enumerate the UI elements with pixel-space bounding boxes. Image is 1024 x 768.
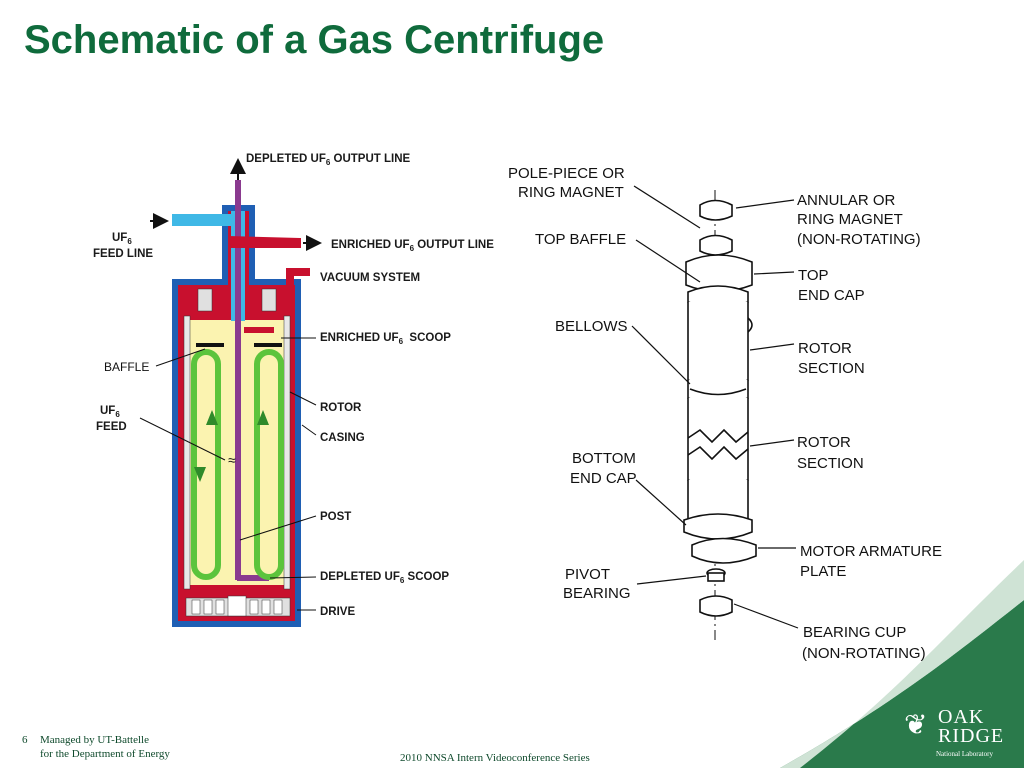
label-top-end-cap-1: TOP xyxy=(798,267,829,284)
label-post: POST xyxy=(320,511,351,523)
page-title: Schematic of a Gas Centrifuge xyxy=(24,18,605,62)
label-casing: CASING xyxy=(320,432,365,444)
label-bellows: BELLOWS xyxy=(555,318,628,335)
label-rotor-section-1a: ROTOR xyxy=(798,340,852,357)
slide-number: 6 xyxy=(22,734,28,746)
vacuum-pipe xyxy=(286,268,310,285)
rotor-wall-left xyxy=(183,315,191,590)
right-leader-lines xyxy=(631,185,799,629)
enriched-scoop xyxy=(244,327,274,333)
top-stub-left xyxy=(197,288,213,312)
label-uf6-feed-2: FEED xyxy=(96,421,127,433)
footer-managed-line1: Managed by UT-Battelle xyxy=(40,734,149,746)
bottom-end-cap xyxy=(683,513,753,540)
label-pivot-2: BEARING xyxy=(563,585,631,602)
flow-loop-right xyxy=(254,349,284,580)
ring-magnet-1 xyxy=(699,199,733,221)
label-baffle: BAFFLE xyxy=(104,360,149,374)
footer-managed-by: Managed by UT-Battelle for the Departmen… xyxy=(40,733,170,761)
motor-armature-plate xyxy=(691,537,757,564)
label-bottom-1: BOTTOM xyxy=(572,450,636,467)
rotor-section-2 xyxy=(687,398,749,488)
footer-series: 2010 NNSA Intern Videoconference Series xyxy=(400,752,590,764)
left-centrifuge-diagram: ≈ DEPLETED UF6 OUTPUT LINE UF6 FEED LINE… xyxy=(93,153,494,627)
depleted-scoop-arm xyxy=(237,575,269,581)
label-feed-line: UF6 xyxy=(112,232,132,246)
center-post xyxy=(235,180,241,580)
flow-arrow-2 xyxy=(257,410,269,425)
label-depleted-output: DEPLETED UF6 OUTPUT LINE xyxy=(246,153,411,167)
feed-line-pipe xyxy=(172,214,232,226)
label-annular-1: ANNULAR OR xyxy=(797,192,896,209)
label-pole-piece-2: RING MAGNET xyxy=(518,184,624,201)
label-annular-3: (NON-ROTATING) xyxy=(797,231,921,248)
label-top-baffle: TOP BAFFLE xyxy=(535,231,626,248)
label-enriched-output: ENRICHED UF6 OUTPUT LINE xyxy=(331,239,494,253)
label-annular-2: RING MAGNET xyxy=(797,211,903,228)
right-labels: POLE-PIECE OR RING MAGNET TOP BAFFLE BEL… xyxy=(508,165,942,662)
label-enriched-scoop: ENRICHED UF6 SCOOP xyxy=(320,332,451,346)
bearing-cup xyxy=(699,595,733,617)
top-stub-right xyxy=(261,288,277,312)
label-rotor-section-2b: SECTION xyxy=(797,455,864,472)
label-bottom-2: END CAP xyxy=(570,470,637,487)
baffle-left xyxy=(196,343,224,347)
ring-magnet-2 xyxy=(699,234,733,256)
label-top-end-cap-2: END CAP xyxy=(798,287,865,304)
label-motor-1: MOTOR ARMATURE xyxy=(800,543,942,560)
rotor-wall-right xyxy=(283,315,291,590)
rotor-section-1 xyxy=(687,302,749,388)
logo-oak-text: OAK xyxy=(938,706,985,728)
label-drive: DRIVE xyxy=(320,606,355,618)
oak-leaf-icon: ❦ xyxy=(904,709,928,740)
label-rotor-section-1b: SECTION xyxy=(798,360,865,377)
flow-arrow-1 xyxy=(206,410,218,425)
label-vacuum: VACUUM SYSTEM xyxy=(320,272,420,284)
label-feed-line-2: FEED LINE xyxy=(93,248,153,260)
baffle-right xyxy=(254,343,282,347)
svg-text:≈: ≈ xyxy=(228,452,236,468)
ornl-logo: ❦ OAK RIDGE National Laboratory xyxy=(900,704,1018,762)
background-swoosh xyxy=(780,600,1024,768)
drive-assembly xyxy=(185,595,291,617)
label-rotor: ROTOR xyxy=(320,402,362,414)
flow-loop-left xyxy=(191,349,221,580)
footer-managed-line2: for the Department of Energy xyxy=(40,748,170,760)
right-exploded-diagram xyxy=(683,190,757,640)
flow-arrow-3 xyxy=(194,467,206,482)
enriched-output-line xyxy=(255,238,301,248)
label-pole-piece-1: POLE-PIECE OR xyxy=(508,165,625,182)
label-bearing-cup-1: BEARING CUP xyxy=(803,624,906,641)
label-rotor-section-2a: ROTOR xyxy=(797,434,851,451)
label-pivot-1: PIVOT xyxy=(565,566,610,583)
label-bearing-cup-2: (NON-ROTATING) xyxy=(802,645,926,662)
logo-sub-text: National Laboratory xyxy=(936,750,993,758)
label-uf6-feed: UF6 xyxy=(100,405,120,419)
label-motor-2: PLATE xyxy=(800,563,846,580)
label-depleted-scoop: DEPLETED UF6 SCOOP xyxy=(320,571,449,585)
logo-ridge-text: RIDGE xyxy=(938,725,1005,747)
